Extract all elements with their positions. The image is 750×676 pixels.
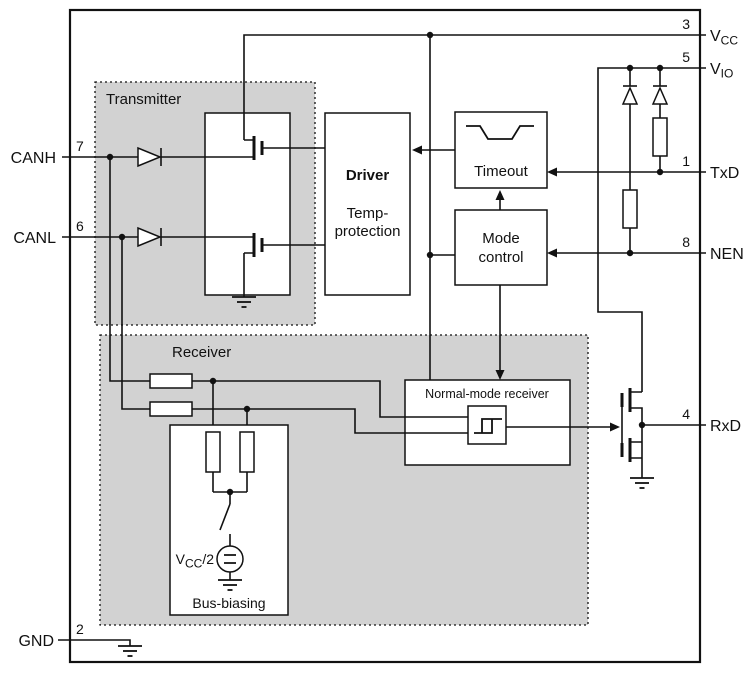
- normal-mode-receiver-label: Normal-mode receiver: [425, 387, 549, 401]
- pin-label-vio: VIO: [710, 61, 733, 81]
- bias-switch: [219, 503, 231, 531]
- mode-control-line1: Mode: [482, 230, 520, 247]
- arrow-into-output-stage: [610, 422, 620, 432]
- pin-number: 6: [76, 218, 84, 234]
- gnd-wire: [58, 639, 131, 646]
- pin-number: 3: [682, 16, 690, 32]
- transmitter-circuit: [137, 136, 264, 308]
- driver-line2: protection: [335, 223, 401, 240]
- bus-biasing-box: [169, 424, 289, 616]
- receiver-input-high-wire: [192, 380, 468, 418]
- arrow-mode-to-receiver: [495, 370, 505, 380]
- pin-number: 5: [682, 49, 690, 65]
- canh-diode: [137, 146, 162, 168]
- canl-diode: [137, 226, 162, 248]
- rxd-output-stage: [620, 388, 654, 489]
- vcc-wire: [243, 34, 706, 140]
- fet-leads: [243, 139, 254, 297]
- receiver-resistor-canh: [149, 373, 193, 389]
- receiver-region-label: Receiver: [172, 344, 231, 361]
- arrow-mode-to-timeout: [495, 190, 505, 200]
- vcc-half-label: VCC/2: [176, 551, 215, 571]
- pin-label-canl: CANL: [13, 230, 56, 247]
- gnd-pin-ground-symbol: [118, 645, 142, 657]
- pin-label-vcc: VCC: [710, 28, 738, 48]
- hysteresis-comparator-box: [467, 405, 507, 445]
- bus-biasing-block: VCC/2 Bus-biasing: [169, 424, 289, 616]
- pin-number: 4: [682, 406, 690, 422]
- pin-canh: 7 CANH: [11, 138, 84, 167]
- timeout-block: Timeout: [454, 111, 548, 189]
- pin-label-rxd: RxD: [710, 418, 741, 435]
- vio-diode-nen: [621, 85, 639, 105]
- arrow-into-mode-control: [547, 248, 557, 258]
- output-ground-symbol: [630, 477, 654, 489]
- receiver-resistor-canl: [149, 401, 193, 417]
- junction-dots: [106, 31, 664, 496]
- mode-control-box: [454, 209, 548, 286]
- pin-rxd: 4 RxD: [682, 406, 741, 435]
- txd-pullup-resistor: [652, 117, 668, 157]
- pin-number: 8: [682, 234, 690, 250]
- arrowheads: [412, 145, 620, 432]
- vio-diode-txd: [651, 85, 669, 105]
- driver-box: [324, 112, 411, 296]
- pin-label-txd: TxD: [710, 165, 739, 182]
- output-fet-leads: [630, 391, 643, 478]
- dc-source: [216, 545, 244, 573]
- transmitter-region-label: Transmitter: [106, 91, 181, 108]
- vio-wire: [597, 67, 706, 392]
- pin-nen: 8 NEN: [682, 234, 744, 263]
- driver-block: Driver Temp- protection: [324, 112, 411, 296]
- pin-number: 7: [76, 138, 84, 154]
- pin-vio: 5 VIO: [682, 49, 733, 81]
- pin-canl: 6 CANL: [13, 218, 84, 247]
- dc-source-equals-icon: [224, 554, 236, 564]
- pin-number: 2: [76, 621, 84, 637]
- timeout-waveform-icon: [466, 125, 534, 140]
- bus-biasing-label: Bus-biasing: [192, 595, 265, 611]
- arrow-into-timeout: [547, 167, 557, 177]
- receiver-input-low-wire: [192, 408, 468, 434]
- bias-resistor-canh: [205, 431, 221, 473]
- driver-gate-wires: [262, 147, 325, 246]
- pin-label-nen: NEN: [710, 246, 744, 263]
- transmitter-fet-box: [204, 112, 291, 296]
- nen-pullup-resistor: [622, 189, 638, 229]
- transmitter-ground-symbol: [232, 296, 256, 308]
- driver-line1: Temp-: [347, 205, 389, 222]
- canh-receiver-tap-wire: [109, 157, 150, 382]
- timeout-box: [454, 111, 548, 189]
- pin-vcc: 3 VCC: [682, 16, 738, 48]
- arrow-into-driver: [412, 145, 422, 155]
- pin-label-gnd: GND: [18, 633, 54, 650]
- output-fet-bars: [620, 388, 632, 462]
- pin-gnd: 2 GND: [18, 621, 84, 650]
- timeout-label: Timeout: [474, 163, 528, 180]
- pin-number: 1: [682, 153, 690, 169]
- pin-txd: 1 TxD: [682, 153, 739, 182]
- driver-title: Driver: [346, 167, 390, 184]
- canl-receiver-tap-wire: [121, 237, 150, 410]
- vio-pullup-network: [621, 85, 669, 229]
- pin-label-canh: CANH: [11, 150, 56, 167]
- bias-resistor-canl: [239, 431, 255, 473]
- bias-ground-symbol: [218, 579, 242, 591]
- mode-control-block: Mode control: [454, 209, 548, 286]
- mode-control-line2: control: [478, 249, 523, 266]
- hysteresis-icon: [474, 418, 502, 434]
- normal-mode-receiver-block: Normal-mode receiver: [404, 379, 571, 466]
- pins: 3 VCC 5 VIO 1 TxD 8 NEN 4 RxD 7 CANH 6 C…: [11, 16, 744, 650]
